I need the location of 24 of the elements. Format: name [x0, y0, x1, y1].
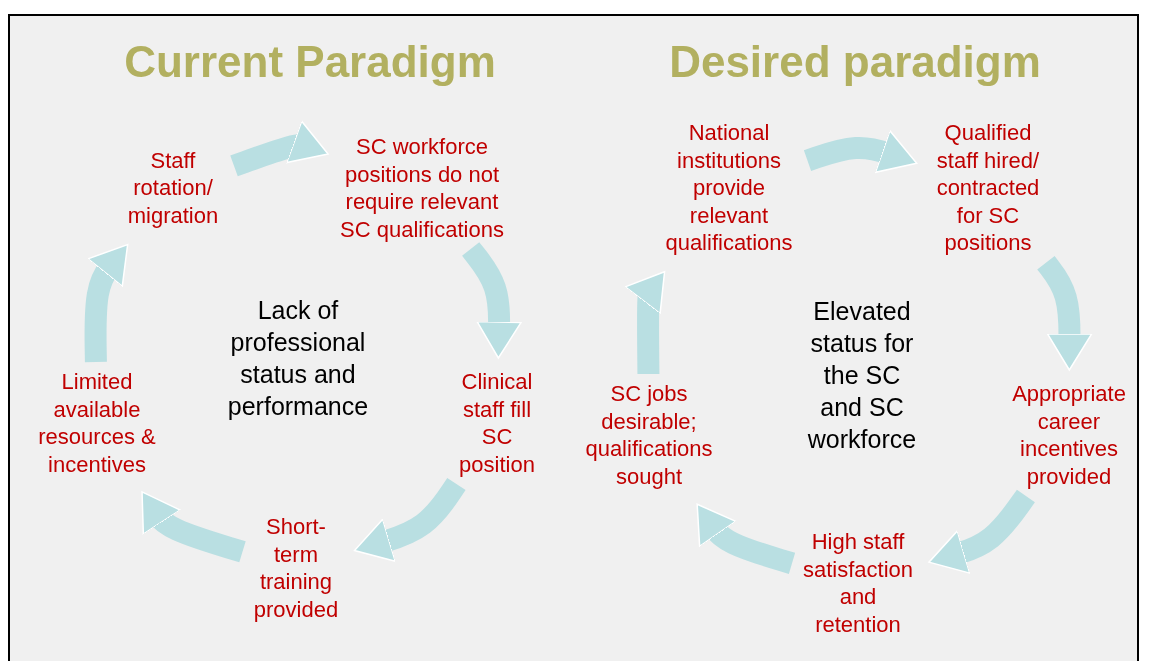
curved-block-arrow [1037, 256, 1093, 371]
cycle-step-text: Limited available resources & incentives [17, 368, 177, 478]
curved-block-arrow [141, 491, 246, 563]
curved-block-arrow [928, 489, 1035, 574]
cycle-step-text: Staff rotation/ migration [118, 146, 228, 230]
paradigm-heading: Desired paradigm [668, 37, 1042, 87]
curved-block-arrow [624, 270, 666, 375]
cycle-step-text: Clinical staff fill SC position [447, 368, 547, 478]
curved-block-arrow [84, 243, 129, 363]
cycle-step-text: High staff satisfaction and retention [798, 528, 918, 638]
paradigm-heading: Current Paradigm [123, 37, 497, 87]
curved-block-arrow [230, 120, 329, 177]
curved-block-arrow [696, 503, 796, 574]
cycle-step-text: National institutions provide relevant qualifications [656, 119, 802, 257]
cycle-step-text: Appropriate career incentives provided [994, 380, 1144, 490]
cycle-center-text: Lack of professional status and performance [226, 295, 370, 422]
cycle-step-text: SC workforce positions do not require relevant SC qualifications [339, 133, 505, 243]
curved-block-arrow [803, 129, 918, 174]
cycle-step-text: SC jobs desirable; qualifications sought [566, 380, 732, 490]
cycle-step-text: Short-term training provided [248, 513, 344, 623]
curved-block-arrow [462, 242, 522, 359]
cycle-center-text: Elevated status for the SC and SC workforce [806, 296, 918, 455]
curved-block-arrow [353, 477, 466, 563]
cycle-step-text: Qualified staff hired/ contracted for SC positions [928, 119, 1048, 257]
